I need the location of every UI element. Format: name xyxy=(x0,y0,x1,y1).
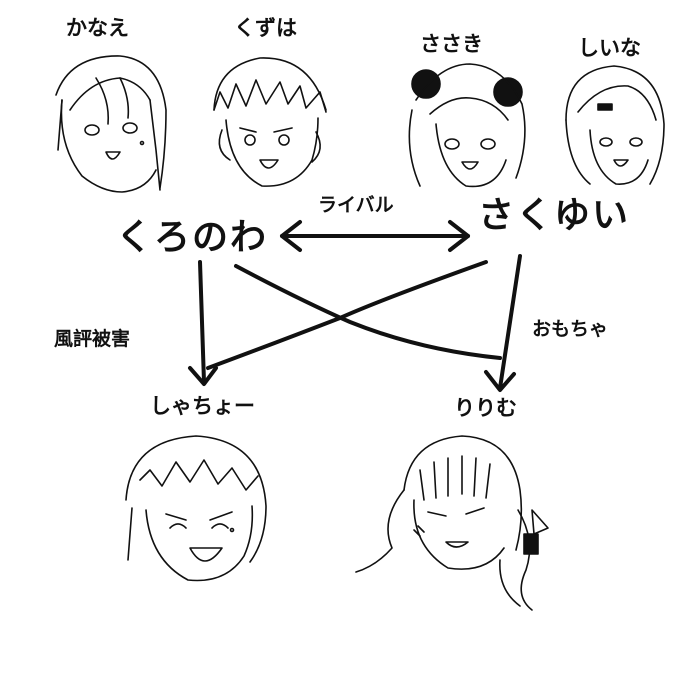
head-shacho xyxy=(125,435,267,582)
relation-toy: おもちゃ xyxy=(532,318,609,340)
head-kanae xyxy=(55,55,167,193)
relation-reputation-damage: 風評被害 xyxy=(54,328,131,350)
head-sasaki xyxy=(408,63,526,188)
name-kuzuha: くずは xyxy=(234,16,297,40)
head-ririmu xyxy=(355,435,549,611)
head-kuzuha xyxy=(213,57,327,187)
name-ririmu: りりむ xyxy=(454,396,517,420)
name-sasaki: ささき xyxy=(420,32,483,56)
name-shiina: しいな xyxy=(578,36,641,60)
cross-arrows xyxy=(188,254,522,392)
relation-rival: ライバル xyxy=(318,194,394,216)
group-sakuyui: さくゆい xyxy=(478,195,631,236)
name-shacho: しゃちょー xyxy=(150,394,255,418)
head-shiina xyxy=(565,65,665,185)
group-kuronowa: くろのわ xyxy=(116,217,269,258)
rival-double-arrow xyxy=(280,220,470,252)
name-kanae: かなえ xyxy=(66,16,129,40)
